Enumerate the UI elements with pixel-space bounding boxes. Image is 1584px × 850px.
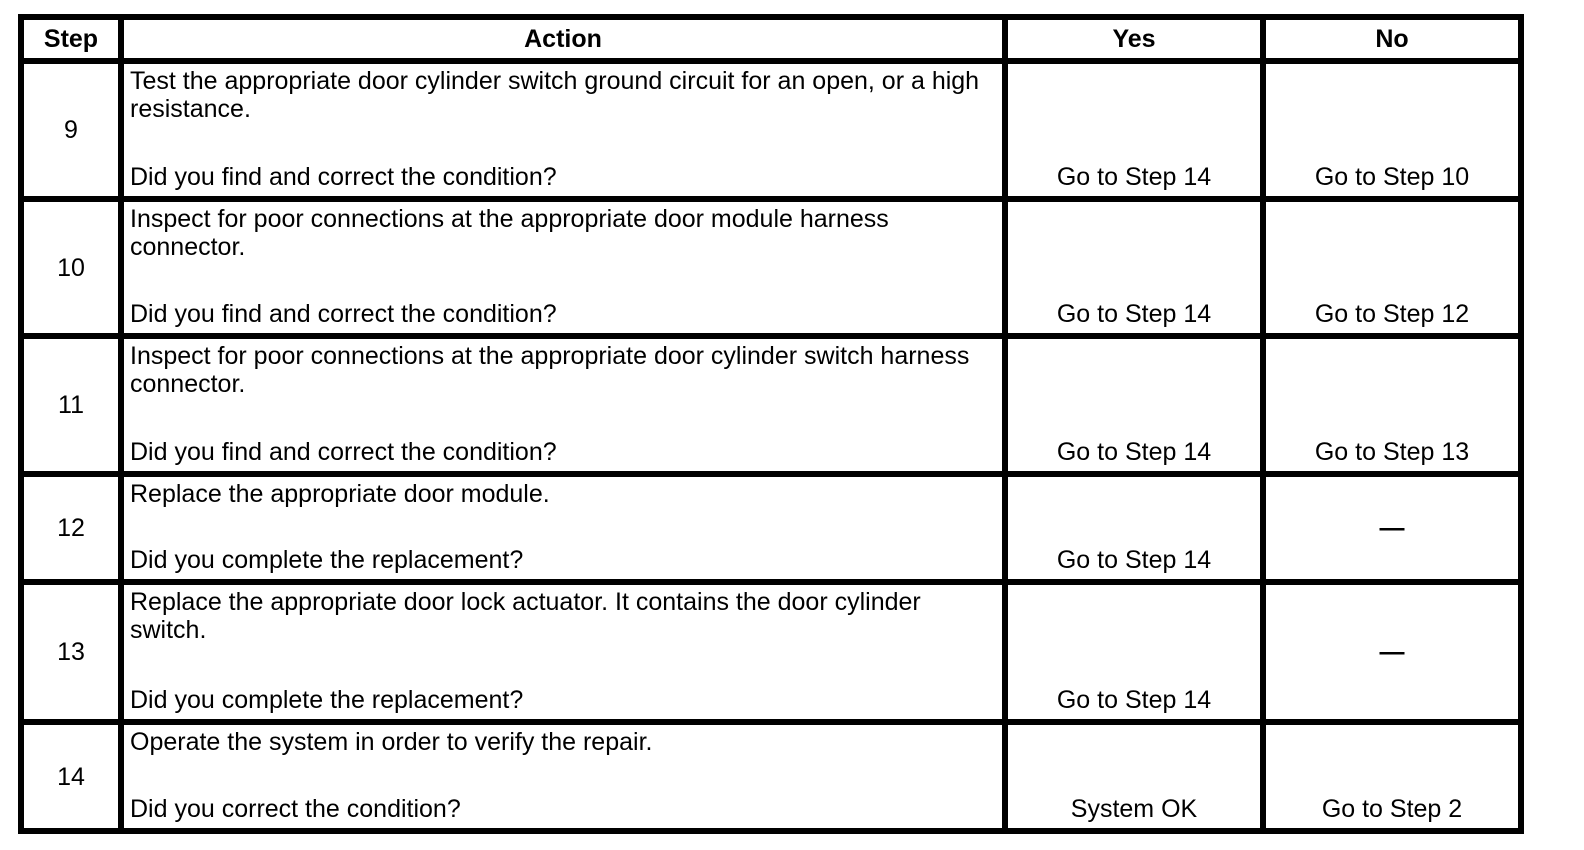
action-cell: Inspect for poor connections at the appr… — [118, 196, 1008, 339]
action-text: Inspect for poor connections at the appr… — [130, 205, 889, 261]
action-text: Operate the system in order to verify th… — [130, 728, 653, 756]
no-outcome: Go to Step 2 — [1260, 719, 1524, 834]
yes-outcome: Go to Step 14 — [1002, 579, 1266, 725]
step-number: 9 — [18, 58, 124, 202]
yes-outcome: Go to Step 14 — [1002, 58, 1266, 202]
action-text: Inspect for poor connections at the appr… — [130, 342, 970, 398]
action-question: Did you find and correct the condition? — [130, 163, 557, 191]
no-outcome: — — [1260, 471, 1524, 585]
column-header-yes: Yes — [1002, 14, 1266, 64]
action-cell: Test the appropriate door cylinder switc… — [118, 58, 1008, 202]
yes-outcome: Go to Step 14 — [1002, 196, 1266, 339]
action-cell: Replace the appropriate door lock actuat… — [118, 579, 1008, 725]
yes-outcome: Go to Step 14 — [1002, 333, 1266, 477]
no-outcome: Go to Step 12 — [1260, 196, 1524, 339]
column-header-step: Step — [18, 14, 124, 64]
step-number: 11 — [18, 333, 124, 477]
action-question: Did you correct the condition? — [130, 795, 461, 823]
column-header-action: Action — [118, 14, 1008, 64]
no-outcome: Go to Step 10 — [1260, 58, 1524, 202]
action-cell: Operate the system in order to verify th… — [118, 719, 1008, 834]
action-text: Replace the appropriate door module. — [130, 480, 550, 508]
step-number: 12 — [18, 471, 124, 585]
action-question: Did you complete the replacement? — [130, 686, 524, 714]
action-question: Did you find and correct the condition? — [130, 438, 557, 466]
yes-outcome: System OK — [1002, 719, 1266, 834]
step-number: 14 — [18, 719, 124, 834]
action-text: Test the appropriate door cylinder switc… — [130, 67, 980, 123]
action-text: Replace the appropriate door lock actuat… — [130, 588, 921, 644]
action-question: Did you complete the replacement? — [130, 546, 524, 574]
action-question: Did you find and correct the condition? — [130, 300, 557, 328]
step-number: 10 — [18, 196, 124, 339]
action-cell: Replace the appropriate door module. Did … — [118, 471, 1008, 585]
no-outcome: — — [1260, 579, 1524, 725]
step-number: 13 — [18, 579, 124, 725]
action-cell: Inspect for poor connections at the appr… — [118, 333, 1008, 477]
column-header-no: No — [1260, 14, 1524, 64]
no-outcome: Go to Step 13 — [1260, 333, 1524, 477]
yes-outcome: Go to Step 14 — [1002, 471, 1266, 585]
